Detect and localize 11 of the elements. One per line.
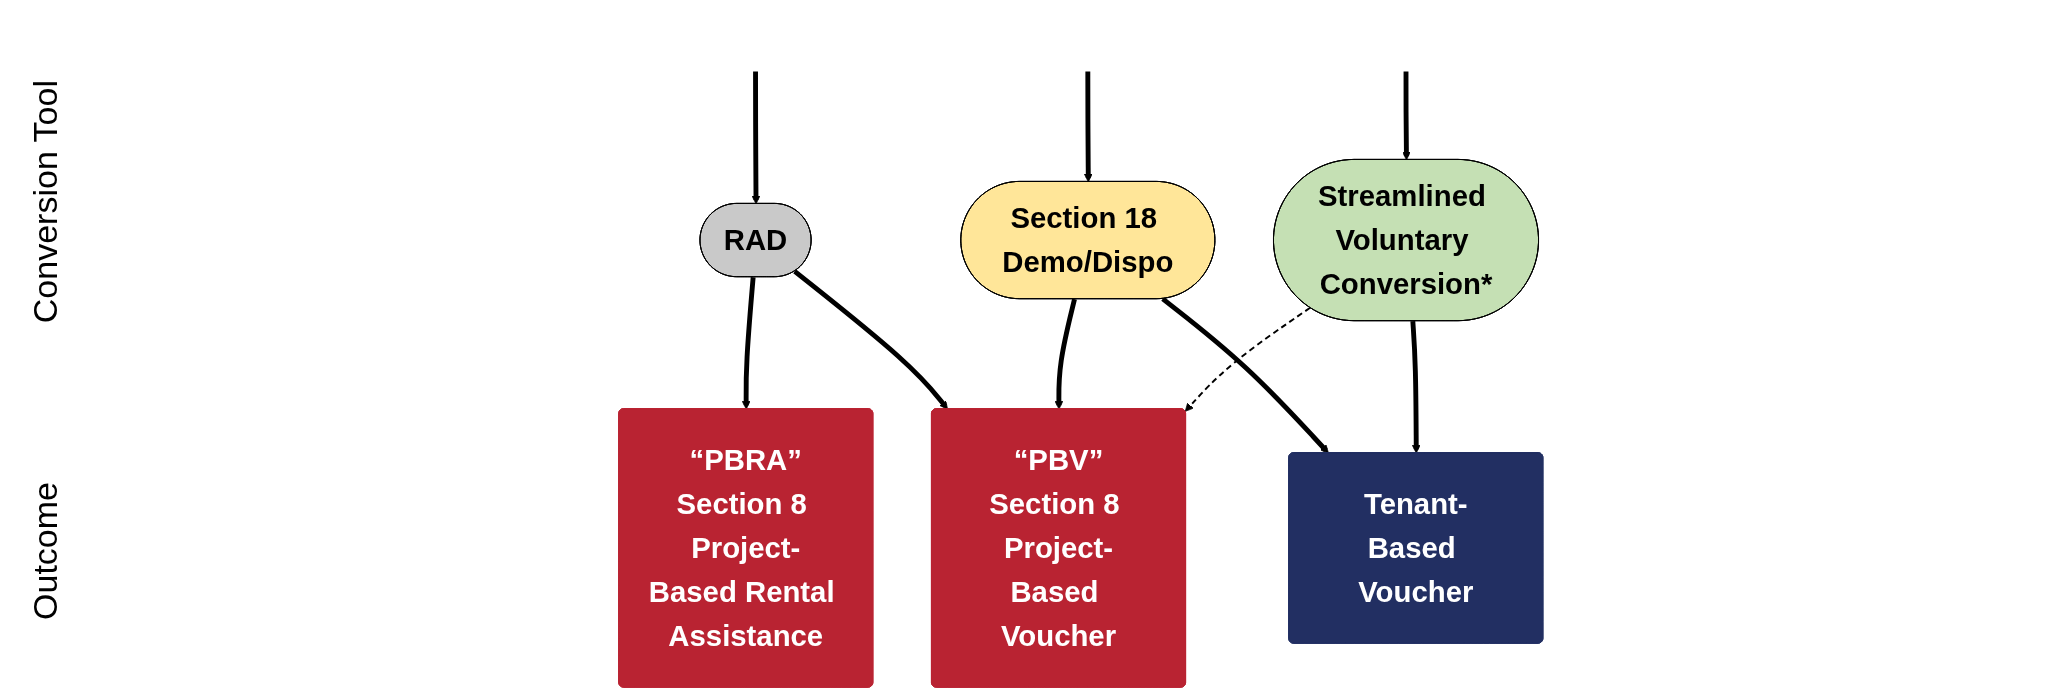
axis-label: Outcome bbox=[25, 482, 65, 621]
arrow bbox=[1184, 306, 1311, 412]
arrow bbox=[751, 71, 760, 205]
arrow bbox=[1410, 321, 1421, 454]
arrow bbox=[1401, 71, 1411, 161]
arrow bbox=[741, 277, 756, 410]
arrow bbox=[792, 269, 948, 410]
arrow bbox=[1054, 298, 1077, 410]
arrow bbox=[1160, 296, 1329, 454]
arrow bbox=[1083, 71, 1093, 183]
axis-label: Conversion Tool bbox=[25, 79, 65, 323]
